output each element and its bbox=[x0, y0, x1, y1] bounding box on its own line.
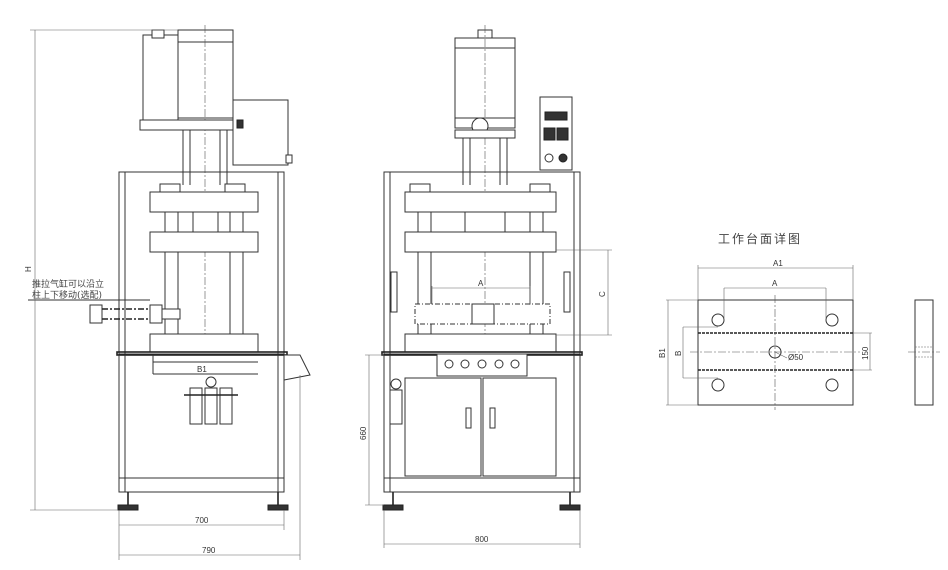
dim-790-label: 790 bbox=[202, 546, 216, 555]
dim-detail-a-label: A bbox=[772, 279, 778, 288]
dim-detail-b1-label: B1 bbox=[658, 348, 667, 358]
note-line-1: 推拉气缸可以沿立 bbox=[32, 278, 104, 290]
side-view-machine bbox=[365, 25, 612, 548]
dim-a-label: A bbox=[478, 279, 484, 288]
cylinder-body bbox=[177, 29, 234, 131]
cabinet-door-left bbox=[404, 377, 482, 477]
cabinet-door-right bbox=[482, 377, 557, 477]
side-valve-box bbox=[232, 99, 289, 166]
dim-height-label: H bbox=[24, 266, 33, 272]
table-detail-side bbox=[908, 299, 940, 406]
front-view-machine bbox=[28, 25, 311, 560]
dim-660-label: 660 bbox=[359, 426, 368, 440]
table-detail-plan bbox=[666, 265, 872, 410]
air-filter-regulator bbox=[389, 378, 403, 425]
cylinder-side-tank bbox=[142, 34, 179, 126]
lower-table bbox=[404, 333, 557, 353]
air-filter-regulator bbox=[184, 376, 238, 425]
dim-b1-label: B1 bbox=[197, 365, 207, 374]
moving-platen bbox=[404, 231, 557, 253]
dim-a1-label: A1 bbox=[773, 259, 783, 268]
note-line-2: 柱上下移动(选配) bbox=[32, 289, 102, 301]
moving-platen bbox=[149, 231, 259, 253]
dim-800-label: 800 bbox=[475, 535, 489, 544]
table-plate bbox=[697, 299, 854, 406]
upper-platen bbox=[404, 191, 557, 213]
lower-table bbox=[149, 333, 259, 353]
dim-c-label: C bbox=[598, 291, 607, 297]
center-hole-label: Ø50 bbox=[788, 353, 804, 362]
dim-150-label: 150 bbox=[861, 346, 870, 360]
push-plate bbox=[471, 303, 495, 325]
dim-detail-b-label: B bbox=[674, 351, 683, 356]
dim-700-label: 700 bbox=[195, 516, 209, 525]
upper-platen bbox=[149, 191, 259, 213]
table-detail-title: 工作台面详图 bbox=[718, 231, 802, 246]
front-frame bbox=[118, 171, 285, 355]
